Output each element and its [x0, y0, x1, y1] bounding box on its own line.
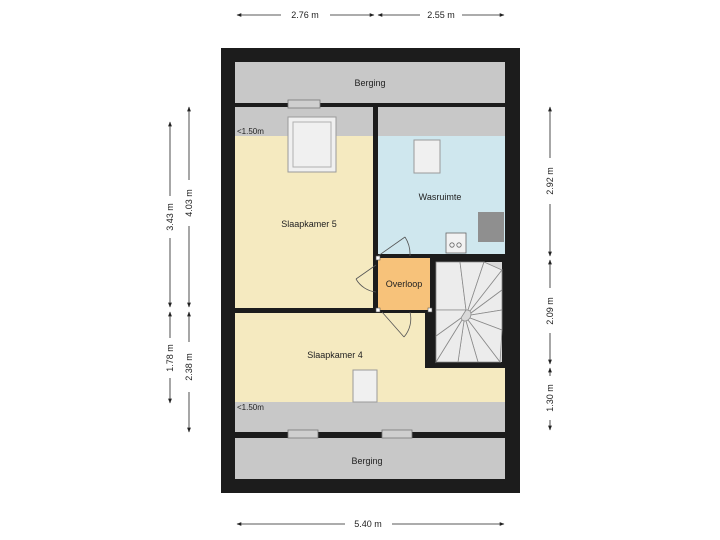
dim-left-inner-bottom: 2.38 m [184, 353, 194, 381]
dim-bottom: 5.40 m [354, 519, 382, 529]
label-berging-bottom: Berging [351, 456, 382, 466]
slope-strip-top-right [378, 107, 505, 136]
window-top [287, 99, 321, 109]
window-bottom-right [381, 429, 413, 439]
dim-right-middle: 2.09 m [545, 297, 555, 325]
dimension-lines [168, 13, 552, 526]
skylight-slaapkamer-4 [352, 369, 378, 403]
skylight-slaapkamer-5-inner [292, 121, 332, 168]
room-slaapkamer-4 [235, 313, 505, 402]
door-slaapkamer-4 [381, 311, 412, 338]
washing-machine-knob-2 [456, 242, 462, 248]
room-overloop [378, 258, 430, 310]
room-berging-top [235, 62, 505, 103]
door-slaapkamer-5 [355, 264, 377, 293]
label-wasruimte: Wasruimte [419, 192, 462, 202]
door-post-2 [375, 307, 381, 313]
height-note-bottom: <1.50m [237, 403, 264, 412]
label-slaapkamer-5: Slaapkamer 5 [281, 219, 337, 229]
washing-machine [445, 232, 467, 254]
height-note-top: <1.50m [237, 127, 264, 136]
door-post-1 [375, 255, 381, 261]
dim-left-outer-top: 3.43 m [165, 203, 175, 231]
cv-unit [478, 212, 504, 242]
stair-steps [435, 261, 503, 364]
skylight-wasruimte [413, 139, 441, 174]
dim-right-bottom: 1.30 m [545, 384, 555, 412]
label-overloop: Overloop [386, 279, 423, 289]
room-berging-bottom [235, 438, 505, 479]
label-slaapkamer-4: Slaapkamer 4 [307, 350, 363, 360]
dim-left-outer-bottom: 1.78 m [165, 344, 175, 372]
dim-right-top: 2.92 m [545, 167, 555, 195]
door-wasruimte [377, 236, 411, 257]
washing-machine-knob [449, 242, 455, 248]
dim-top-right: 2.55 m [427, 10, 455, 20]
skylight-slaapkamer-5 [287, 116, 337, 173]
door-post-3 [427, 307, 433, 313]
dim-left-inner-top: 4.03 m [184, 189, 194, 217]
dim-top-left: 2.76 m [291, 10, 319, 20]
slope-strip-bottom [235, 402, 505, 432]
window-bottom-left [287, 429, 319, 439]
label-berging-top: Berging [354, 78, 385, 88]
